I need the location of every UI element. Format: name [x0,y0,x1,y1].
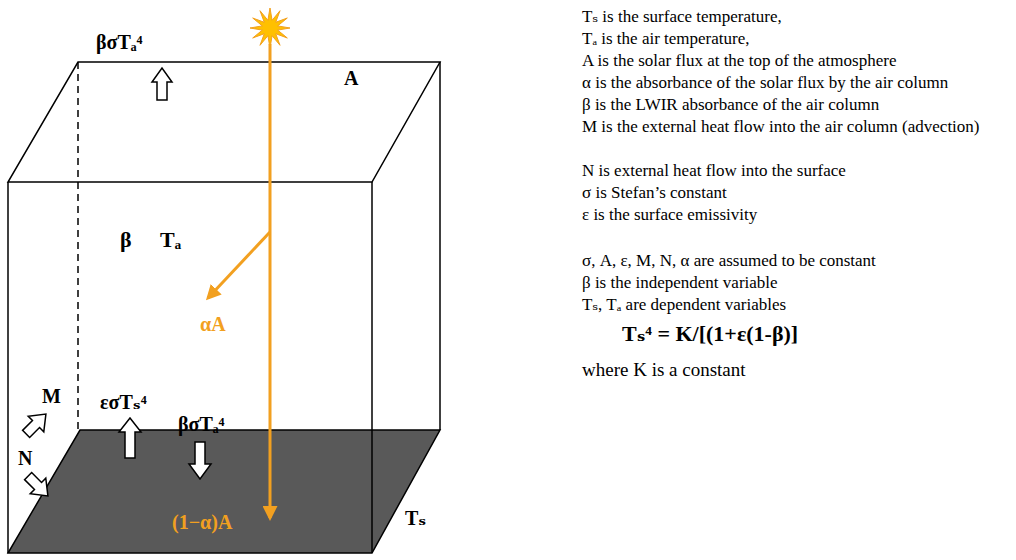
surface-face [8,430,440,553]
assumption-note: σ, A, ε, M, N, α are assumed to be const… [582,250,876,271]
equation: Tₛ⁴ = K/[(1+ε(1-β)] [622,320,798,348]
flux-label: M [42,384,61,409]
legend-note: σ is Stefan’s constant [582,182,727,203]
equation-note: where K is a constant [582,358,746,382]
solar-beam [269,44,272,518]
variable-label: β [120,226,132,254]
legend-note: M is the external heat flow into the air… [582,116,1007,137]
legend-note: Tₛ is the surface temperature, [582,6,782,27]
outgoing-lw-arrow [152,68,172,100]
legend-note: β is the LWIR absorbance of the air colu… [582,94,879,115]
back-radiation-arrow [189,442,211,479]
assumption-note: β is the independent variable [582,272,778,293]
flux-label: εσTₛ⁴ [100,390,147,415]
front-left-edge [7,182,9,553]
variable-label: Tₛ [405,506,426,531]
assumption-note: Tₛ, Tₐ are dependent variables [582,294,786,315]
back-right-edge [439,62,441,430]
flux-label: N [18,446,32,471]
flux-label: (1−α)A [172,510,232,535]
top-face [8,62,440,182]
legend-note: A is the solar flux at the top of the at… [582,50,896,71]
flux-label: A [344,66,358,91]
flux-label: βσTₐ⁴ [96,30,143,55]
legend-note: α is the absorbance of the solar flux by… [582,72,948,93]
hidden-edge [77,62,79,430]
variable-label: Tₐ [160,226,181,254]
legend-note: ε is the surface emissivity [582,204,757,225]
surface-heat-arrow [20,468,55,503]
flux-label: βσTₐ⁴ [178,412,225,437]
flux-label: αA [200,312,226,337]
sun-symbol [250,8,290,48]
legend-note: N is external heat flow into the surface [582,160,846,181]
legend-note: Tₐ is the air temperature, [582,28,750,49]
absorbed-solar-beam [208,232,270,298]
advection-arrow [18,406,53,441]
surface-emission-arrow [119,418,141,458]
front-right-edge [371,182,373,553]
